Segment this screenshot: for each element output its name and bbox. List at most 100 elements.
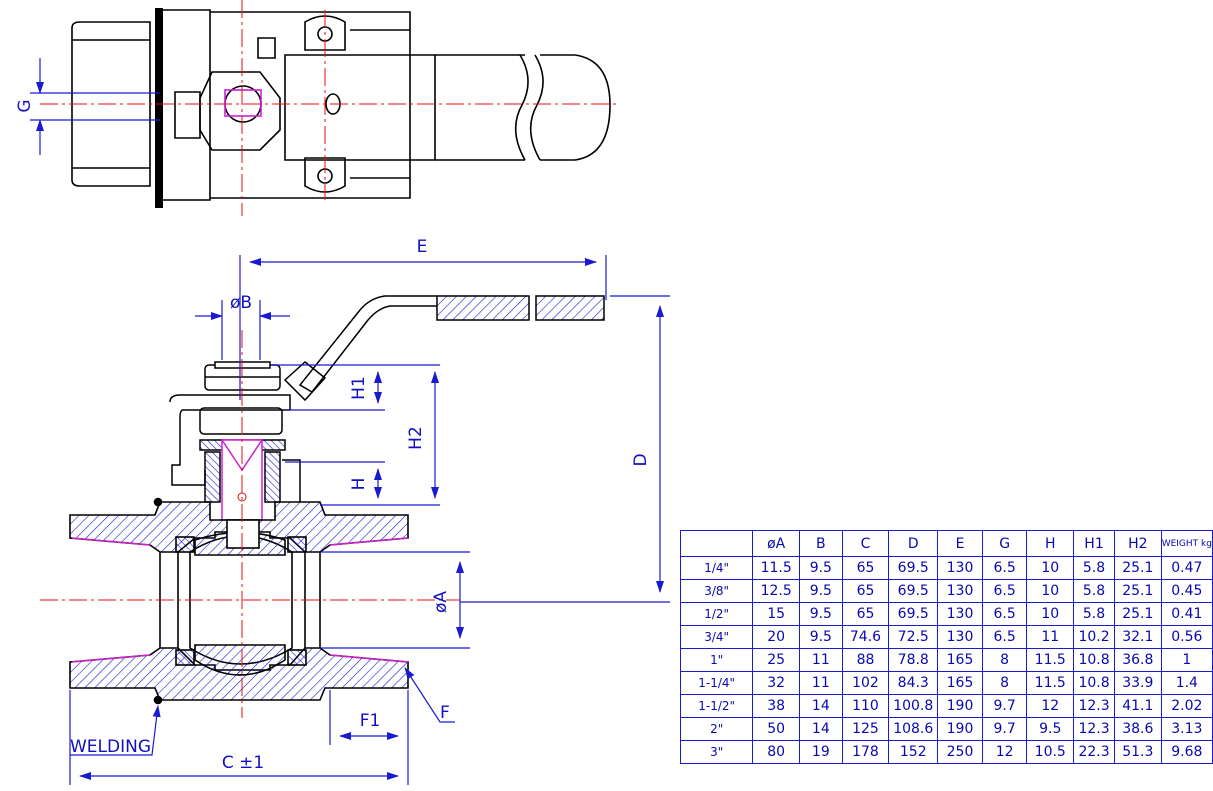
table-cell: 10.8 [1073,671,1115,695]
table-cell: 69.5 [888,556,939,580]
table-cell: 3.13 [1160,717,1213,741]
table-cell: 1/4" [679,556,754,580]
table-cell: 25 [752,648,801,672]
table-cell: 19 [799,740,843,764]
table-cell: 178 [841,740,890,764]
table-cell: 152 [888,740,939,764]
dimension-lines [69,255,670,785]
table-cell: 0.47 [1160,556,1213,580]
table-cell: 110 [841,694,890,718]
table-cell: 33.9 [1113,671,1162,695]
table-cell: 78.8 [888,648,939,672]
table-cell: 74.6 [841,625,890,649]
table-cell: 50 [752,717,801,741]
table-cell: 6.5 [981,556,1028,580]
header-c: C [841,530,890,557]
table-cell: 12.3 [1073,717,1115,741]
top-view [71,8,611,208]
table-cell: 1-1/2" [679,694,754,718]
table-cell: 130 [937,556,983,580]
table-cell: 9.5 [799,602,843,626]
label-b: øB [230,293,252,313]
table-cell: 108.6 [888,717,939,741]
table-cell: 165 [937,648,983,672]
table-cell: 0.56 [1160,625,1213,649]
table-cell: 2" [679,717,754,741]
table-cell: 32.1 [1113,625,1162,649]
table-cell: 12.3 [1073,694,1115,718]
table-cell: 9.5 [799,556,843,580]
table-cell: 69.5 [888,602,939,626]
table-cell: 15 [752,602,801,626]
header-a: øA [752,530,801,557]
table-cell: 3" [679,740,754,764]
table-cell: 8 [981,648,1028,672]
header-h1: H1 [1073,530,1115,557]
table-cell: 20 [752,625,801,649]
table-cell: 3/4" [679,625,754,649]
table-cell: 11 [799,671,843,695]
table-cell: 1" [679,648,754,672]
table-cell: 10.5 [1026,740,1075,764]
table-cell: 10.8 [1073,648,1115,672]
table-cell: 8 [981,671,1028,695]
table-cell: 41.1 [1113,694,1162,718]
table-cell: 9.68 [1160,740,1213,764]
table-cell: 9.5 [799,625,843,649]
table-cell: 1/2" [679,602,754,626]
header-h2: H2 [1113,530,1162,557]
label-h2: H2 [406,426,426,450]
table-cell: 250 [937,740,983,764]
table-cell: 102 [841,671,890,695]
table-cell: 80 [752,740,801,764]
table-cell: 9.7 [981,694,1028,718]
table-cell: 5.8 [1073,602,1115,626]
thread-lines [71,537,409,663]
table-cell: 9.7 [981,717,1028,741]
table-cell: 5.8 [1073,556,1115,580]
table-cell: 1.4 [1160,671,1213,695]
table-cell: 130 [937,625,983,649]
label-e: E [417,237,428,257]
top-g-dimension [30,58,160,155]
table-cell: 65 [841,579,890,603]
table-cell: 11.5 [1026,648,1075,672]
table-cell: 190 [937,694,983,718]
table-cell: 130 [937,579,983,603]
header-e: E [937,530,983,557]
table-cell: 25.1 [1113,556,1162,580]
table-cell: 9.5 [799,579,843,603]
table-cell: 2.02 [1160,694,1213,718]
handle-lever [283,295,605,402]
table-cell: 125 [841,717,890,741]
table-cell: 9.5 [1026,717,1075,741]
table-cell: 32 [752,671,801,695]
table-cell: 88 [841,648,890,672]
table-cell: 69.5 [888,579,939,603]
table-cell: 0.45 [1160,579,1213,603]
table-cell: 11 [799,648,843,672]
table-cell: 25.1 [1113,602,1162,626]
table-cell: 6.5 [981,579,1028,603]
table-cell: 0.41 [1160,602,1213,626]
label-h1: H1 [349,376,369,400]
table-cell: 84.3 [888,671,939,695]
table-cell: 1 [1160,648,1213,672]
table-cell: 6.5 [981,625,1028,649]
table-cell: 12 [1026,694,1075,718]
table-cell: 11.5 [1026,671,1075,695]
header-b: B [799,530,843,557]
table-cell: 130 [937,602,983,626]
table-cell: 11.5 [752,556,801,580]
table-cell: 51.3 [1113,740,1162,764]
table-cell: 22.3 [1073,740,1115,764]
